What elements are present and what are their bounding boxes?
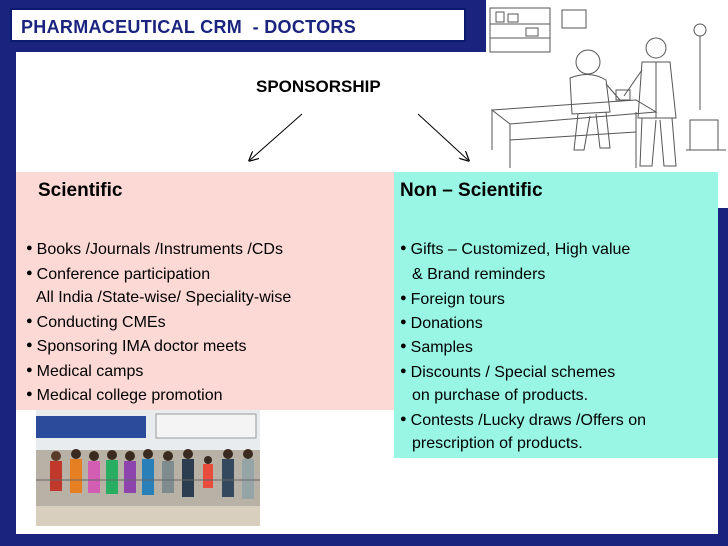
non-scientific-item: ●Donations	[400, 313, 483, 333]
bullet-icon: ●	[400, 340, 407, 352]
non-scientific-item-continuation: & Brand reminders	[412, 265, 545, 284]
bullet-icon: ●	[26, 339, 33, 351]
scientific-item-continuation: All India /State-wise/ Speciality-wise	[36, 288, 291, 307]
bullet-icon: ●	[400, 292, 407, 304]
bullet-icon: ●	[400, 316, 407, 328]
medical-camp-photo-art	[36, 410, 260, 526]
non-scientific-item-continuation: prescription of products.	[412, 434, 583, 453]
non-scientific-item: ●Foreign tours	[400, 289, 505, 309]
bullet-icon: ●	[26, 267, 33, 279]
branch-arrows	[240, 108, 480, 166]
bullet-icon: ●	[26, 315, 33, 327]
scientific-item: ●Medical college promotion	[26, 385, 223, 405]
non-scientific-item-continuation: on purchase of products.	[412, 386, 588, 405]
non-scientific-box: Non – Scientific ●Gifts – Customized, Hi…	[394, 172, 718, 458]
arrow-to-non-scientific	[418, 114, 468, 160]
right-frame-stripe	[718, 208, 728, 546]
title-box: PHARMACEUTICAL CRM - DOCTORS	[10, 8, 466, 42]
bullet-icon: ●	[400, 365, 407, 377]
page-title: PHARMACEUTICAL CRM - DOCTORS	[21, 17, 356, 38]
doctor-patient-sketch	[486, 0, 728, 172]
left-frame-bar	[0, 0, 16, 546]
scientific-item: ●Sponsoring IMA doctor meets	[26, 336, 247, 356]
scientific-item: ●Books /Journals /Instruments /CDs	[26, 239, 283, 259]
medical-camp-photo	[36, 410, 260, 526]
non-scientific-title: Non – Scientific	[400, 180, 543, 202]
bullet-icon: ●	[400, 413, 407, 425]
bottom-frame-band	[0, 534, 728, 546]
bullet-icon: ●	[26, 364, 33, 376]
arrow-to-scientific	[250, 114, 302, 160]
scientific-item: ●Conducting CMEs	[26, 312, 166, 332]
sponsorship-heading: SPONSORSHIP	[256, 77, 381, 97]
scientific-title: Scientific	[38, 180, 122, 202]
scientific-box: Scientific ●Books /Journals /Instruments…	[16, 172, 396, 410]
scientific-item: ●Medical camps	[26, 361, 143, 381]
non-scientific-item: ●Gifts – Customized, High value	[400, 239, 630, 259]
bullet-icon: ●	[400, 242, 407, 254]
scientific-item: ●Conference participation	[26, 264, 210, 284]
non-scientific-item: ●Contests /Lucky draws /Offers on	[400, 410, 646, 430]
doctor-patient-illustration	[486, 0, 728, 172]
bullet-icon: ●	[26, 388, 33, 400]
non-scientific-item: ●Discounts / Special schemes	[400, 362, 615, 382]
bullet-icon: ●	[26, 242, 33, 254]
non-scientific-item: ●Samples	[400, 337, 473, 357]
